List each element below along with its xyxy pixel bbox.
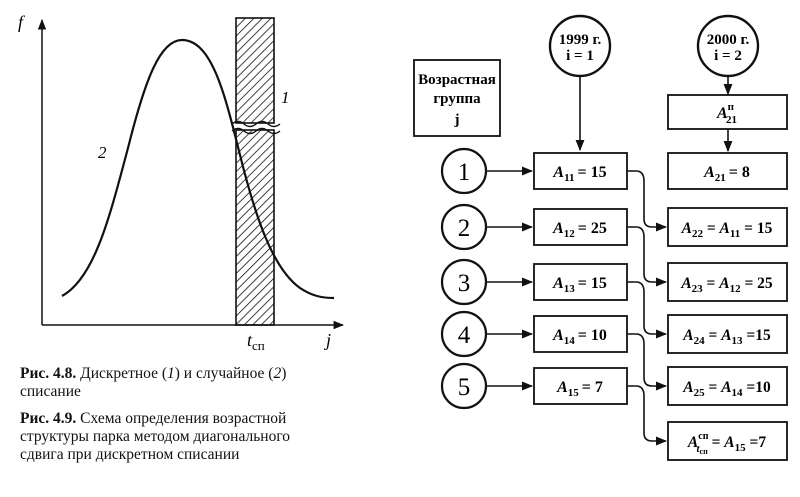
y-axis-label: f (18, 12, 26, 32)
a1-box-1 (533, 152, 628, 190)
a2-text-4: A24 = A13 =15 (682, 327, 771, 347)
a2-box-3 (667, 262, 788, 302)
a21-box (667, 152, 788, 190)
a2-box-5 (667, 366, 788, 406)
group-number-2: 2 (458, 215, 471, 242)
curve-2 (61, 38, 335, 300)
caption-fig-4-8-t3: ) (281, 365, 287, 382)
a2-text-3: A23 = A12 = 25 (680, 275, 773, 295)
age-group-line3: j (454, 112, 460, 128)
year-1999-line1: 1999 г. (559, 32, 602, 48)
year-1999-line2: i = 1 (566, 48, 594, 64)
a1-text-1: A11= 15 (552, 164, 606, 184)
shift-arrow-2 (627, 226, 668, 287)
age-group-box (413, 59, 501, 137)
group-number-1: 1 (458, 159, 471, 186)
caption-fig-4-9-prefix: Рис. 4.9. (20, 410, 77, 427)
discrete-band-bottom (235, 129, 275, 326)
a2-box-6 (667, 421, 788, 461)
caption-fig-4-9: Рис. 4.9. Схема определения возрастной с… (20, 410, 380, 464)
year-2000-line2: i = 2 (714, 48, 742, 64)
caption-fig-4-9-line2: структуры парка методом диагонального (20, 428, 291, 445)
shift-arrow-1 (627, 170, 668, 232)
diagram-rows: 1 A11= 15 2 A12= 25 3 A13= 15 4 A14= 10 5 A15= 7 A… (440, 147, 788, 461)
year-2000-line1: 2000 г. (707, 32, 750, 48)
a2-box-4 (667, 314, 788, 354)
a1-text-5: A15= 7 (556, 379, 603, 399)
caption-fig-4-8: Рис. 4.8. Дискретное (1) и случайное (2)… (20, 365, 380, 401)
a1-text-3: A13= 15 (552, 275, 607, 295)
caption-fig-4-9-line1: Схема определения возрастной (76, 410, 287, 427)
a2-text-2: A22 = A11 = 15 (681, 220, 773, 240)
a2-box-2 (667, 207, 788, 247)
a2-text-5: A25 = A14 =10 (682, 379, 771, 399)
group-number-5: 5 (458, 374, 471, 401)
curve-2-label: 2 (98, 143, 107, 162)
a1-box-5 (533, 367, 628, 405)
group-number-3: 3 (458, 270, 471, 297)
caption-fig-4-9-line3: сдвига при дискретном списании (20, 446, 240, 463)
x-axis-label: j (324, 330, 331, 350)
age-group-line2: группа (433, 91, 481, 107)
shift-arrow-5 (627, 385, 668, 446)
group-number-4: 4 (458, 322, 471, 349)
caption-fig-4-8-t2: ) и случайное ( (174, 365, 274, 382)
caption-fig-4-8-line2: списание (20, 383, 81, 400)
a1-box-4 (533, 315, 628, 353)
caption-fig-4-8-n2: 2 (273, 365, 282, 382)
shift-arrow-3 (627, 281, 668, 339)
discrete-band-top (235, 17, 275, 124)
left-chart: f j 1 2 tсп (18, 12, 345, 353)
shift-arrow-4 (627, 333, 668, 391)
a21-text: A21= 8 (703, 164, 750, 184)
a1-text-4: A14= 10 (552, 327, 607, 347)
a1-box-2 (533, 208, 628, 246)
a1-text-2: A12= 25 (552, 220, 607, 240)
band-break (231, 120, 281, 128)
right-diagram: 1999 г. i = 1 2000 г. i = 2 Возрастная г… (413, 14, 788, 461)
caption-fig-4-8-n1: 1 (167, 365, 175, 382)
tick-label-tsp: tсп (247, 330, 265, 353)
caption-fig-4-8-prefix: Рис. 4.8. (20, 365, 77, 382)
band-break-2 (231, 127, 281, 135)
a21p-box (667, 94, 788, 130)
curve-1-label: 1 (281, 88, 290, 107)
age-group-line1: Возрастная (418, 72, 496, 88)
caption-fig-4-8-t1: Дискретное ( (76, 365, 167, 382)
